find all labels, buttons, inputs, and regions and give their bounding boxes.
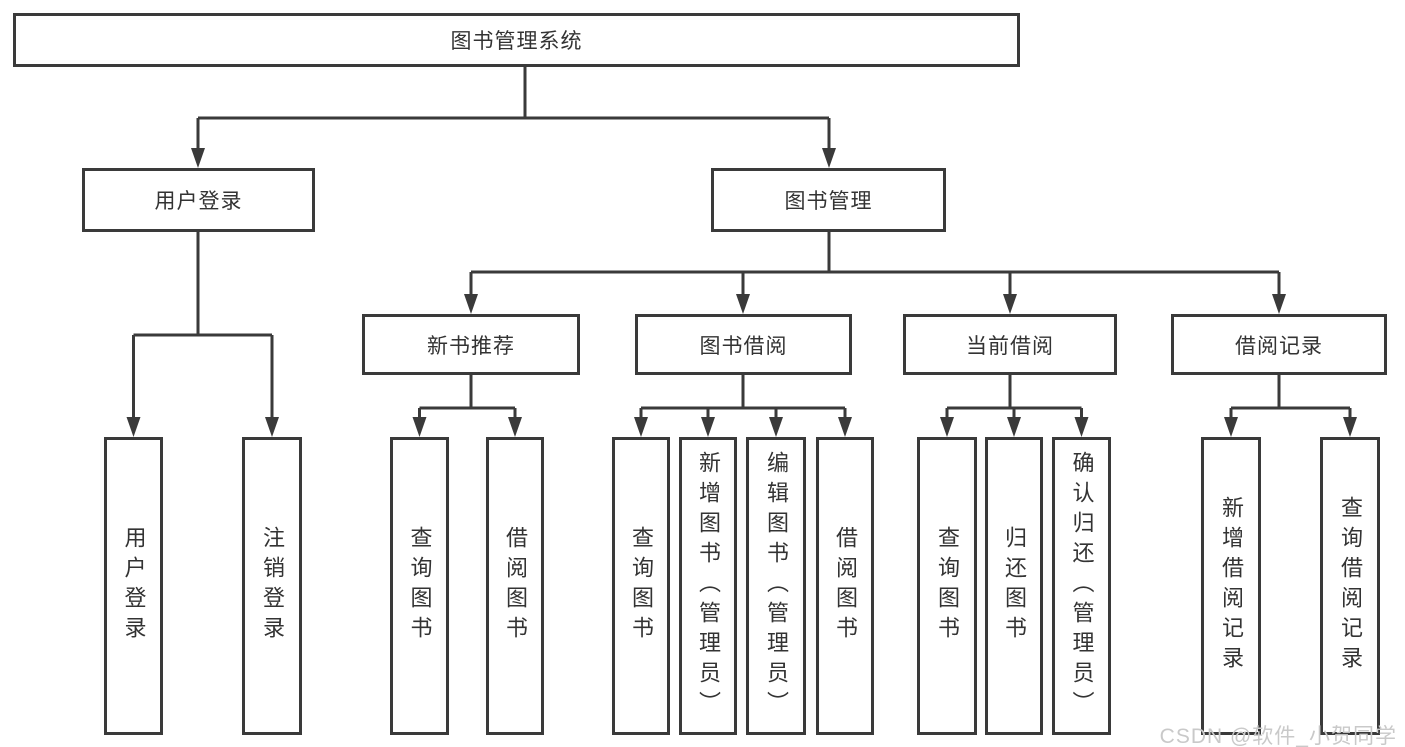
csdn-watermark: CSDN @软件_小贺同学 <box>1159 725 1397 747</box>
leaf-query-books-current: 查询图书 <box>917 437 977 735</box>
leaf-label: 借阅图书 <box>833 526 858 646</box>
leaf-borrow-books: 借阅图书 <box>816 437 874 735</box>
node-label: 图书管理 <box>784 190 873 213</box>
node-book-borrowing: 图书借阅 <box>635 314 852 375</box>
leaf-confirm-return-admin: 确认归还（管理员） <box>1052 437 1111 735</box>
leaf-label: 用户登录 <box>121 526 147 646</box>
leaf-label: 查询借阅记录 <box>1338 496 1363 676</box>
leaf-label: 查询图书 <box>935 526 960 646</box>
node-user-login: 用户登录 <box>82 168 315 232</box>
leaf-add-borrow-record: 新增借阅记录 <box>1201 437 1261 735</box>
leaf-label: 确认归还（管理员） <box>1069 451 1095 721</box>
leaf-label: 归还图书 <box>1002 526 1027 646</box>
arrowheads <box>126 148 1357 437</box>
leaf-logout: 注销登录 <box>242 437 302 735</box>
leaf-label: 查询图书 <box>629 526 654 646</box>
node-label: 新书推荐 <box>427 334 515 358</box>
node-label: 用户登录 <box>154 190 243 213</box>
leaf-query-books-borrowing: 查询图书 <box>612 437 670 735</box>
node-book-management: 图书管理 <box>711 168 946 232</box>
node-library-management-system: 图书管理系统 <box>13 13 1020 67</box>
node-borrowing-records: 借阅记录 <box>1171 314 1387 375</box>
leaf-query-borrow-record: 查询借阅记录 <box>1320 437 1380 735</box>
node-label: 借阅记录 <box>1235 334 1323 358</box>
leaf-borrow-books-recommend: 借阅图书 <box>486 437 544 735</box>
leaf-label: 新增借阅记录 <box>1219 496 1244 676</box>
node-current-borrowing: 当前借阅 <box>903 314 1117 375</box>
leaf-label: 注销登录 <box>260 526 285 646</box>
leaf-label: 查询图书 <box>407 526 433 646</box>
leaf-query-books-recommend: 查询图书 <box>390 437 449 735</box>
leaf-add-books-admin: 新增图书（管理员） <box>679 437 737 735</box>
node-new-book-recommendation: 新书推荐 <box>362 314 580 375</box>
leaf-edit-books-admin: 编辑图书（管理员） <box>746 437 806 735</box>
leaf-label: 新增图书（管理员） <box>696 451 721 721</box>
node-label: 图书借阅 <box>699 334 788 358</box>
leaf-label: 编辑图书（管理员） <box>764 451 789 721</box>
node-label: 图书管理系统 <box>450 30 583 53</box>
leaf-label: 借阅图书 <box>503 526 528 646</box>
leaf-return-books: 归还图书 <box>985 437 1043 735</box>
node-label: 当前借阅 <box>966 334 1054 358</box>
leaf-user-login: 用户登录 <box>104 437 163 735</box>
